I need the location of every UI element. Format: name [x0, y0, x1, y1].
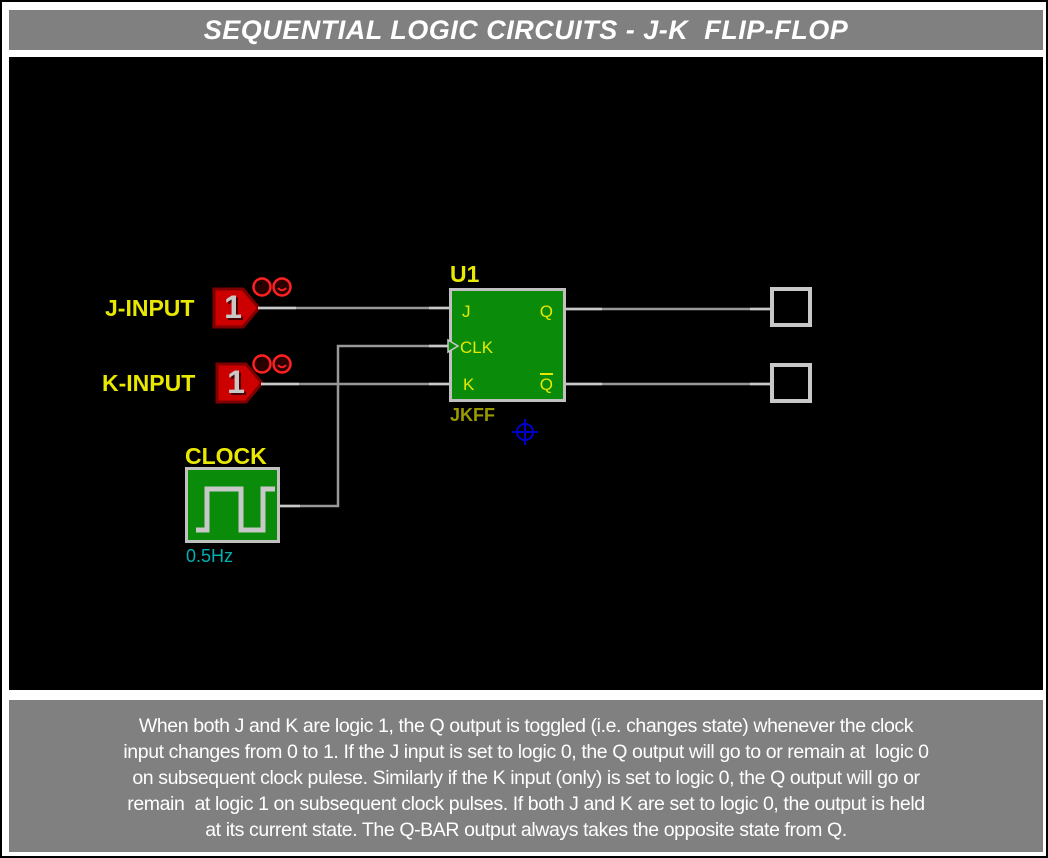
description-line: at its current state. The Q-BAR output a…: [205, 819, 847, 841]
toggle-up-icon[interactable]: [252, 277, 272, 297]
toggle-down-icon[interactable]: [272, 277, 292, 297]
ff-part-number: JKFF: [450, 405, 495, 425]
clock-generator[interactable]: [185, 467, 280, 543]
square-wave-icon: [196, 486, 275, 533]
toggle-up-icon[interactable]: [252, 354, 272, 374]
j-input-switch[interactable]: 1: [212, 287, 262, 329]
crosshair-icon: [512, 419, 538, 445]
description-line: input changes from 0 to 1. If the J inpu…: [123, 741, 929, 763]
description-panel: When both J and K are logic 1, the Q out…: [9, 700, 1043, 852]
title-bar: SEQUENTIAL LOGIC CIRCUITS - J-K FLIP-FLO…: [9, 10, 1043, 50]
description-line: When both J and K are logic 1, the Q out…: [138, 715, 914, 737]
j-input-label: J-INPUT: [105, 295, 195, 321]
j-input-toggle-buttons[interactable]: [251, 275, 295, 299]
q-output-probe[interactable]: [770, 287, 812, 327]
clock-label: CLOCK: [185, 443, 267, 469]
k-input-value: 1: [227, 364, 245, 400]
page-title: SEQUENTIAL LOGIC CIRCUITS - J-K FLIP-FLO…: [203, 14, 849, 45]
description-line: remain at logic 1 on subsequent clock pu…: [127, 793, 925, 815]
clock-frequency: 0.5Hz: [186, 546, 234, 566]
circuit-canvas: J-INPUT K-INPUT 1 1: [9, 57, 1043, 690]
toggle-down-icon[interactable]: [272, 354, 292, 374]
pin-label-clk: CLK: [460, 338, 494, 357]
switch-arrow-shape: [215, 362, 264, 404]
k-input-switch[interactable]: 1: [215, 362, 265, 404]
k-input-toggle-buttons[interactable]: [251, 352, 295, 376]
pin-label-q: Q: [539, 302, 553, 321]
pin-label-j: J: [462, 302, 471, 321]
ff-designator: U1: [450, 261, 480, 287]
toggle-up-dot: [257, 358, 262, 363]
j-input-value: 1: [224, 289, 242, 325]
k-input-label: K-INPUT: [102, 370, 196, 396]
description-line: on subsequent clock pulese. Similarly if…: [132, 767, 920, 789]
jk-flipflop[interactable]: J CLK K Q Q: [449, 288, 566, 402]
toggle-up-dot: [257, 281, 262, 286]
pin-label-k: K: [463, 375, 475, 394]
pin-label-qbar: Q: [539, 373, 553, 394]
qbar-output-probe[interactable]: [770, 363, 812, 403]
switch-arrow-shape: [212, 287, 261, 329]
toggle-down-arc: [277, 287, 287, 292]
wire-clock[interactable]: [280, 344, 449, 508]
